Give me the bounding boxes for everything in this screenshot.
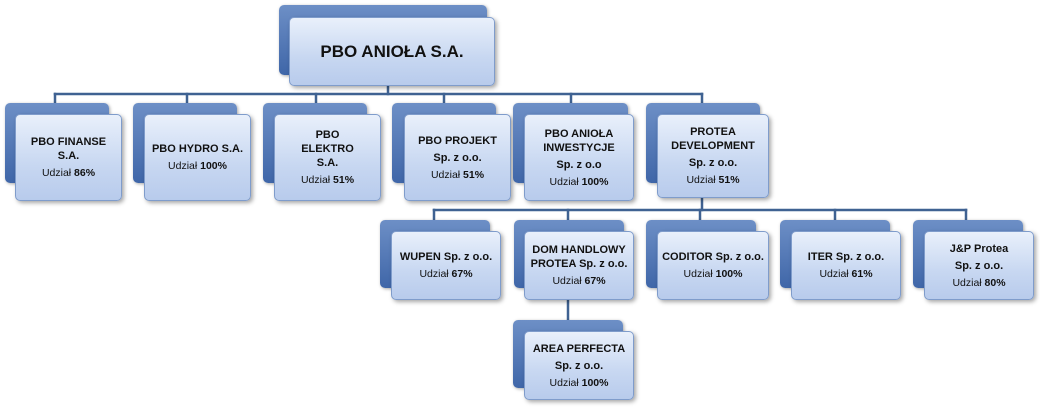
node-share: Udział 100% [549,376,609,389]
node-share: Udział 51% [300,174,355,186]
node-legal-form: Sp. z o.o. [433,151,482,164]
node-legal-form: Sp. z o.o. [688,157,738,169]
node-share: Udział 61% [819,268,873,280]
node-name: CODITOR Sp. z o.o. [662,251,764,263]
node-name: AREA PERFECTA [532,342,626,355]
node-share: Udział 100% [168,160,227,172]
node-name: DOM HANDLOWY PROTEA Sp. z o.o. [530,244,628,270]
node-name: J&P Protea [949,242,1009,255]
node-legal-form: Sp. z o.o. [954,259,1004,272]
node-legal-form: Sp. z o.o [556,158,602,171]
node-share: Udział 51% [430,168,485,181]
node-name: WUPEN Sp. z o.o. [399,251,493,263]
node-legal-form: Sp. z o.o. [554,359,604,372]
node-share: Udział 100% [683,268,743,280]
node-name: PROTEA DEVELOPMENT [671,126,755,152]
node-share: Udział 100% [549,175,609,188]
node-share: Udział 51% [686,174,740,186]
node-name: PBO ANIOŁA INWESTYCJE [543,127,615,154]
node-name: ITER Sp. z o.o. [807,251,885,263]
node-share: Udział 86% [41,167,96,179]
node-name: PBO ELEKTRO S.A. [301,129,354,169]
node-name: PBO PROJEKT [418,134,497,147]
node-share: Udział 67% [419,268,473,280]
node-share: Udział 67% [552,275,606,287]
node-share: Udział 80% [952,276,1006,289]
node-name: PBO HYDRO S.A. [151,143,244,155]
node-name: PBO ANIOŁA S.A. [320,41,464,61]
node-name: PBO FINANSE S.A. [30,136,107,162]
